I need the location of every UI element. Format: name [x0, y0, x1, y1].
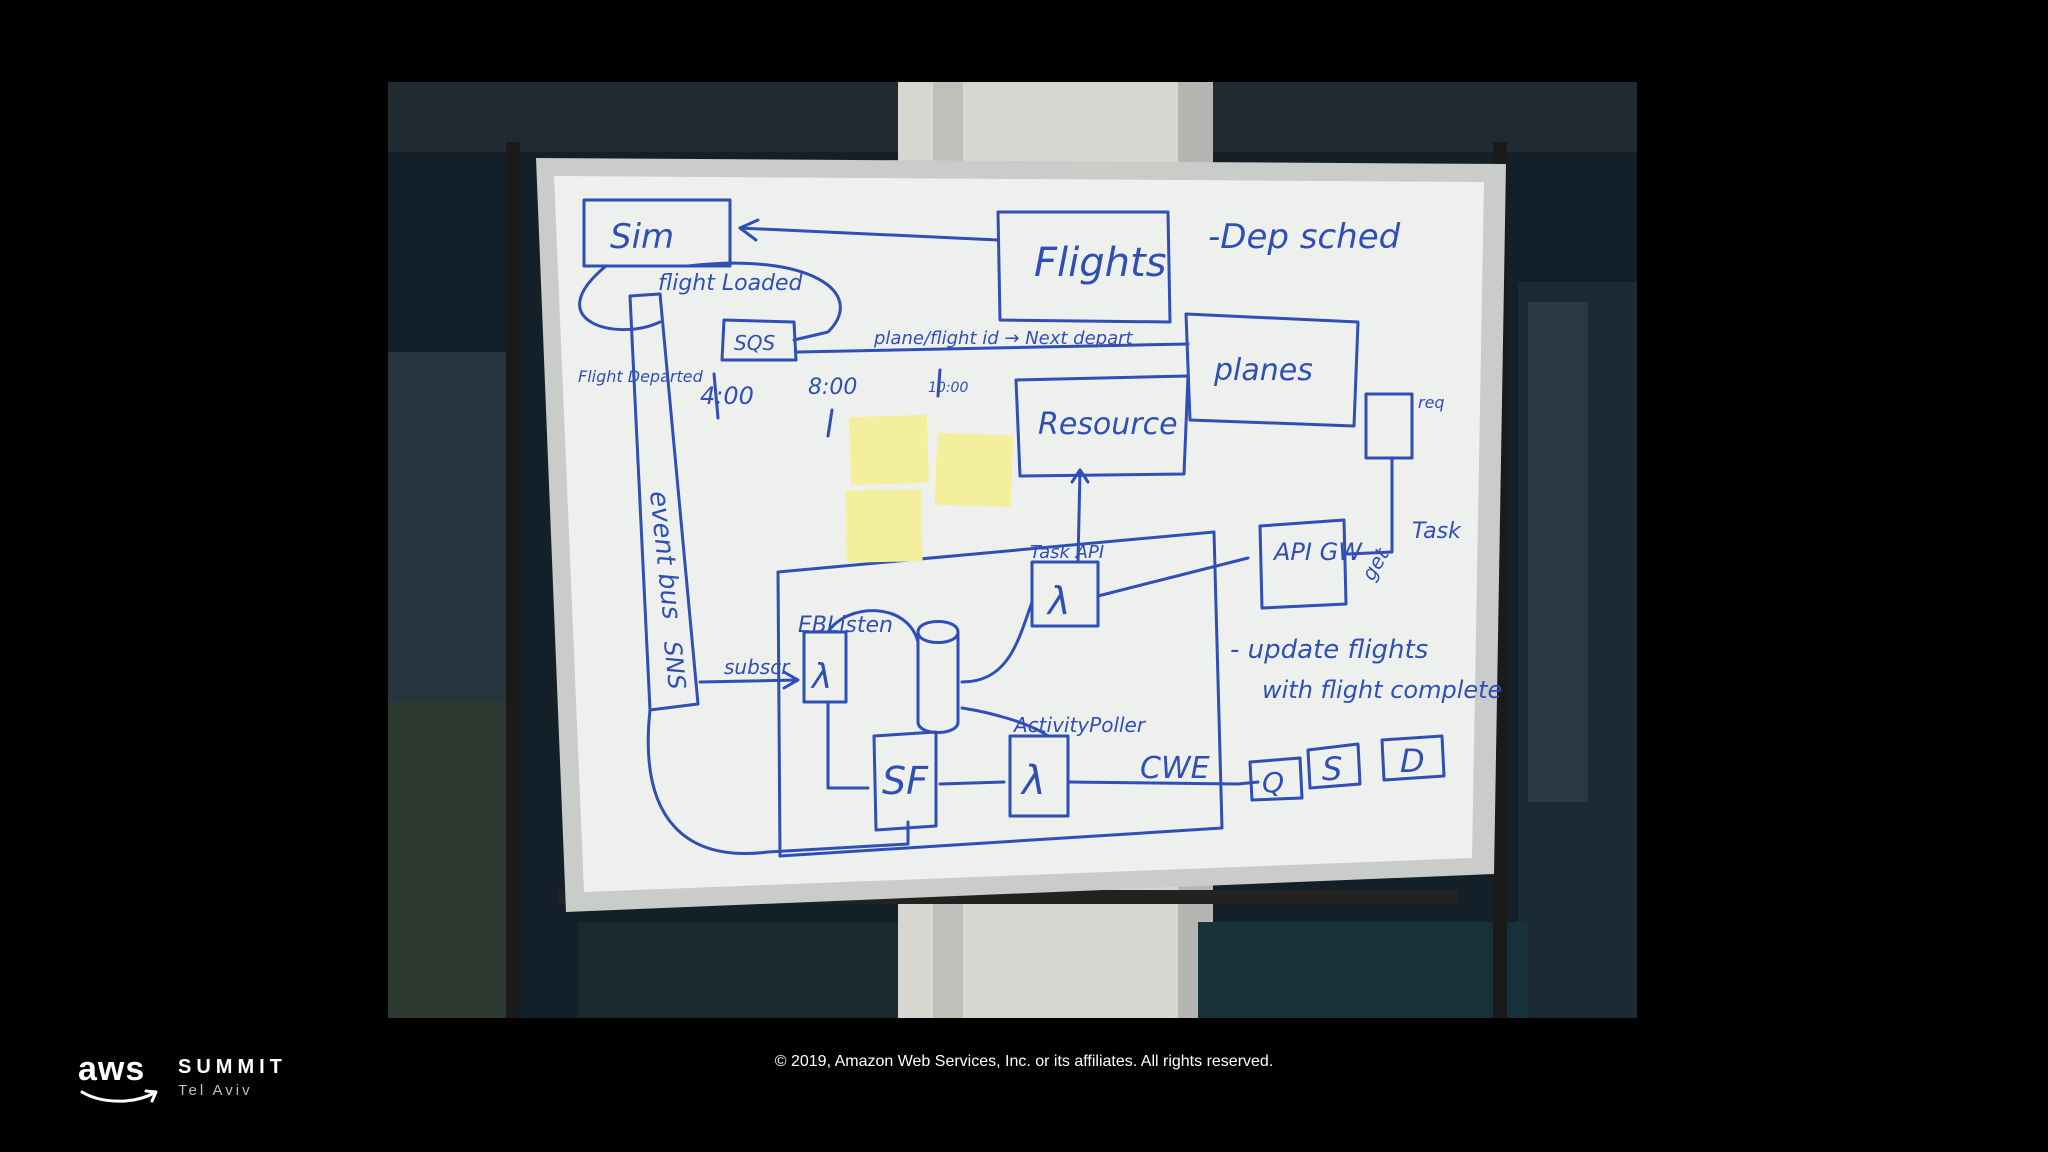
time-ticks: [712, 368, 942, 438]
label-update-flights: - update flights: [1230, 635, 1428, 665]
label-sf: SF: [882, 759, 929, 803]
aws-logo-text: aws: [78, 1050, 146, 1088]
copyright-notice: © 2019, Amazon Web Services, Inc. or its…: [774, 1053, 1274, 1070]
label-activity-poller: ActivityPoller: [1012, 713, 1147, 737]
label-subscr: subscr: [724, 655, 791, 679]
whiteboard-photo: Sim Flights -Dep sched flight Loaded SQS…: [388, 82, 1637, 1018]
workflow-container: [776, 530, 1224, 858]
event-bus-column: [628, 292, 700, 712]
event-name: SUMMIT: [178, 1056, 287, 1078]
city-ground-left: [388, 702, 518, 1018]
arrow-to-api-gw: [1096, 556, 1250, 598]
req-box: [1364, 392, 1414, 460]
sticky-note-3: [845, 489, 923, 563]
label-cwe: CWE: [1140, 751, 1210, 786]
sticky-note-2: [934, 432, 1014, 508]
label-time-800: 8:00: [808, 375, 857, 400]
whiteboard-surface: [554, 176, 1484, 892]
sticky-note-1: [848, 414, 930, 486]
label-task: Task: [1412, 519, 1462, 544]
whiteboard-scene: Sim Flights -Dep sched flight Loaded SQS…: [388, 82, 1637, 1018]
label-q: Q: [1262, 766, 1284, 799]
label-lambda-poller: λ: [1020, 758, 1046, 804]
arrow-subscr: [698, 670, 800, 690]
label-time-400: 4:00: [700, 382, 754, 410]
label-req: req: [1418, 393, 1445, 412]
sf-box: [872, 730, 938, 832]
label-plane-flight: plane/flight id → Next depart: [873, 328, 1134, 349]
sqs-box: [720, 318, 798, 362]
label-dep-sched: -Dep sched: [1208, 217, 1401, 257]
sim-box: [582, 198, 732, 268]
label-sqs: SQS: [734, 331, 775, 355]
label-flights: Flights: [1034, 240, 1167, 286]
database-cylinder: [916, 620, 960, 734]
label-api: API GW: [1272, 538, 1363, 566]
flight-loaded-loop: [578, 261, 842, 342]
aws-smile-icon: [80, 1089, 158, 1103]
flights-box: [996, 210, 1172, 324]
label-s: S: [1322, 750, 1342, 788]
arrow-sf-to-poller: [938, 780, 1006, 786]
eblisten-lambda-box: [802, 630, 848, 704]
arrow-flights-to-sim: [738, 218, 1000, 242]
label-sns: SNS: [658, 640, 691, 691]
label-eblisten: EBListen: [798, 613, 893, 638]
api-gw-box: [1258, 518, 1348, 610]
arrow-to-sf: [826, 700, 870, 790]
activity-poller-lambda-box: [1008, 734, 1070, 818]
label-sim: Sim: [610, 217, 674, 257]
label-flight-loaded: flight Loaded: [658, 271, 804, 296]
plane-flight-line: [796, 342, 1190, 354]
label-flight-departed: Flight Departed: [578, 367, 704, 386]
label-planes: planes: [1213, 353, 1313, 388]
label-with-flight-complete: with flight complete: [1262, 676, 1502, 704]
lower-window: [1198, 922, 1528, 1018]
d-box: [1380, 734, 1446, 782]
event-city: Tel Aviv: [178, 1082, 253, 1099]
resource-box: [1014, 374, 1190, 478]
city-tower-right: [1528, 302, 1588, 802]
arc-eblisten-db: [826, 609, 920, 644]
task-api-lambda-box: [1030, 560, 1100, 628]
loop-bottom: [646, 708, 910, 855]
easel-leg-left: [506, 142, 520, 1018]
marker-strokes: [578, 198, 1446, 858]
s-box: [1306, 742, 1362, 790]
arrow-poller-to-db: [960, 706, 1050, 738]
arrow-req-to-api: [1346, 458, 1394, 556]
arrow-db-to-task-api: [960, 600, 1034, 684]
label-resource: Resource: [1038, 407, 1178, 442]
aws-summit-logo: aws SUMMIT Tel Aviv: [78, 1050, 308, 1103]
label-time-1000: 10:00: [928, 380, 968, 396]
arrow-to-resource: [1070, 468, 1090, 564]
q-box: [1248, 756, 1304, 802]
label-lambda-task-api: λ: [1046, 579, 1071, 623]
label-task-api: Task API: [1030, 542, 1104, 563]
label-d: D: [1400, 742, 1425, 780]
lower-window-left: [578, 922, 898, 1018]
label-lambda-eblisten: λ: [810, 657, 832, 697]
